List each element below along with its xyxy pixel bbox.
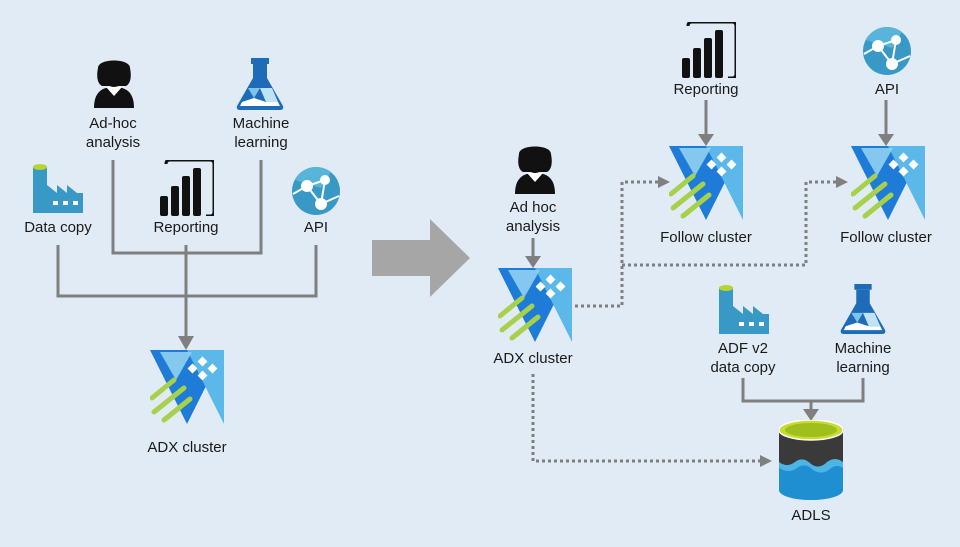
connector-adf-ml (741, 378, 865, 403)
arrow-dotted-follow-1 (658, 176, 670, 188)
reporting-icon (158, 160, 214, 216)
label-right-adhoc: Ad hoc analysis (505, 199, 561, 235)
right-dotted-connectors (531, 180, 838, 463)
label-left-api: API (303, 219, 329, 236)
label-adf-copy: ADF v2 data copy (710, 340, 776, 376)
follow-cluster-icon (669, 146, 743, 220)
arrow-into-adx-left (178, 336, 194, 350)
label-left-data-copy: Data copy (24, 219, 92, 236)
arrow-into-adx-right (525, 256, 541, 268)
follow-cluster-icon (851, 146, 925, 220)
left-connectors (56, 160, 318, 342)
arrow-dotted-adls (760, 455, 772, 467)
dotted-to-follow-2 (622, 180, 838, 267)
right-solid-connectors (531, 100, 888, 411)
adls-storage-icon (779, 420, 843, 500)
data-factory-icon (33, 164, 83, 213)
label-adls: ADLS (791, 507, 831, 524)
label-right-machine-learning: Machine learning (834, 340, 892, 376)
arrow-into-follow-2 (878, 134, 894, 146)
label-right-adx-cluster: ADX cluster (493, 350, 573, 367)
arrow-into-adls-top (803, 409, 819, 421)
data-factory-icon (719, 285, 769, 334)
label-right-reporting: Reporting (673, 81, 739, 98)
label-left-machine-learning: Machine learning (232, 115, 290, 151)
api-globe-icon (291, 166, 341, 216)
label-follow-cluster-2: Follow cluster (840, 229, 932, 246)
dotted-adx-adls (531, 374, 762, 463)
machine-learning-icon (840, 284, 886, 334)
reporting-icon (680, 22, 736, 78)
adx-cluster-icon (498, 268, 572, 342)
label-left-adhoc: Ad-hoc analysis (85, 115, 141, 151)
label-follow-cluster-1: Follow cluster (660, 229, 752, 246)
label-left-reporting: Reporting (153, 219, 219, 236)
person-icon (94, 60, 134, 108)
machine-learning-icon (236, 58, 284, 110)
arrow-into-follow-1 (698, 134, 714, 146)
arrow-dotted-follow-2 (836, 176, 848, 188)
label-right-api: API (874, 81, 900, 98)
dotted-adx-follow-1 (575, 180, 660, 308)
person-icon (515, 146, 555, 194)
api-globe-icon (862, 26, 912, 76)
adx-cluster-icon (150, 350, 224, 424)
transition-arrow (372, 219, 470, 297)
label-left-adx-cluster: ADX cluster (147, 439, 227, 456)
